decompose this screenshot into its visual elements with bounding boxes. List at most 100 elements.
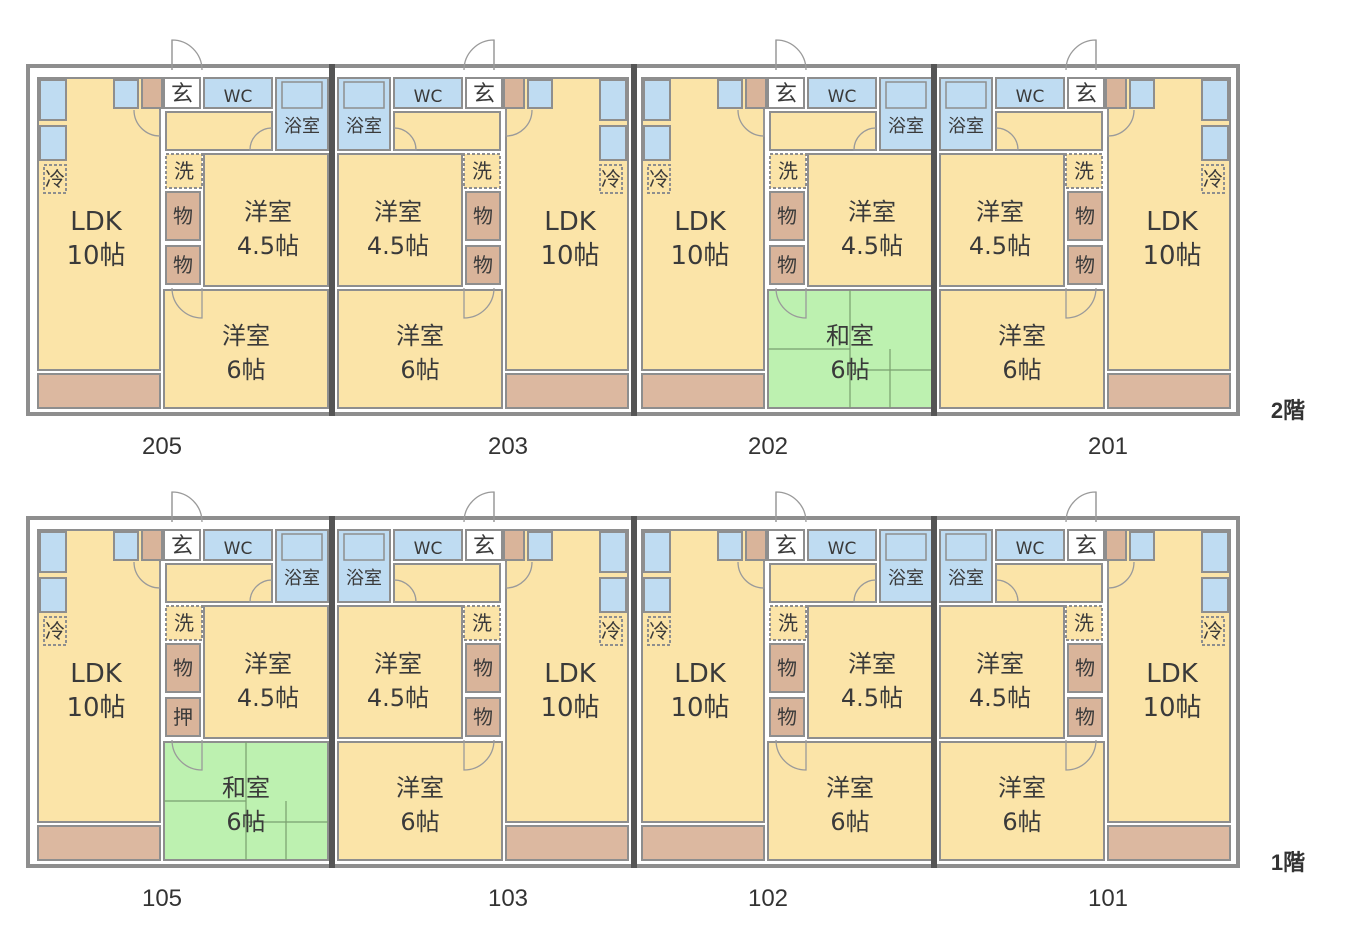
room-b-label: 和室 [222, 774, 270, 802]
washroom [165, 605, 203, 641]
entrance-door-icon [463, 39, 495, 71]
kitchen-sink [643, 531, 671, 573]
genkan [465, 529, 503, 561]
kitchen-unit [527, 79, 553, 109]
closet-label: 物 [473, 656, 493, 680]
ldk-size-label: 10帖 [66, 241, 125, 271]
wc-room [203, 529, 273, 561]
ldk-size-label: 10帖 [540, 241, 599, 271]
wc-room [995, 529, 1065, 561]
room-b-label: 洋室 [826, 774, 874, 802]
door-icon [737, 109, 765, 137]
washroom [463, 605, 501, 641]
room-a-label: 洋室 [976, 650, 1024, 678]
fridge-space [647, 616, 671, 646]
fridge-space [1201, 164, 1225, 194]
room-b-label: 和室 [826, 322, 874, 350]
unit-number: 102 [748, 885, 788, 912]
ldk-size-label: 10帖 [66, 693, 125, 723]
hallway [165, 563, 273, 603]
shoe-closet [141, 77, 163, 109]
bath-label: 浴室 [948, 116, 984, 137]
shoe-closet [1105, 529, 1127, 561]
genkan-label: 玄 [171, 82, 193, 107]
genkan-label: 玄 [171, 534, 193, 559]
unit-number: 203 [488, 433, 528, 460]
closet-lower [1067, 245, 1103, 285]
kitchen-sink [1201, 531, 1229, 573]
door-icon [737, 561, 765, 589]
unit-number: 201 [1088, 433, 1128, 460]
closet-label: 物 [777, 204, 797, 228]
closet-upper [465, 191, 501, 241]
unit-number: 103 [488, 885, 528, 912]
unit-number: 101 [1088, 885, 1128, 912]
room-b [337, 289, 503, 409]
closet-label: 物 [473, 204, 493, 228]
wc-room [807, 529, 877, 561]
wc-label: WC [414, 539, 443, 559]
genkan [767, 529, 805, 561]
wc-room [393, 77, 463, 109]
balcony [1107, 825, 1231, 861]
hallway [769, 111, 877, 151]
fridge-space [43, 164, 67, 194]
door-icon [1065, 739, 1097, 771]
closet-label: 物 [777, 705, 797, 729]
fridge-space [599, 164, 623, 194]
room-a-label: 洋室 [244, 650, 292, 678]
room-a-size-label: 4.5帖 [367, 684, 429, 712]
bath-label: 浴室 [346, 568, 382, 589]
entrance-door-icon [1065, 39, 1097, 71]
room-a [203, 605, 329, 739]
hallway [165, 111, 273, 151]
genkan-label: 玄 [473, 534, 495, 559]
door-icon [463, 287, 495, 319]
wc-label: WC [224, 539, 253, 559]
unit-number: 105 [142, 885, 182, 912]
party-wall [631, 64, 637, 416]
kitchen-unit [113, 531, 139, 561]
wash-label: 洗 [778, 159, 798, 183]
balcony [641, 373, 765, 409]
hallway [769, 563, 877, 603]
door-icon [1107, 109, 1135, 137]
closet-label: 物 [173, 204, 193, 228]
wash-label: 洗 [472, 159, 492, 183]
door-icon [249, 579, 273, 603]
genkan [1067, 529, 1105, 561]
unit: 玄WC浴室洗冷物物LDK10帖洋室4.5帖洋室6帖 [939, 491, 1231, 861]
room-a-label: 洋室 [244, 198, 292, 226]
door-icon [775, 739, 807, 771]
wc-label: WC [1016, 87, 1045, 107]
floor-label: 2階 [1271, 398, 1305, 423]
fridge-label: 冷 [45, 619, 65, 643]
kitchen-sink [599, 79, 627, 121]
hallway [995, 111, 1103, 151]
room-b [939, 289, 1105, 409]
fridge-label: 冷 [649, 619, 669, 643]
door-icon [1107, 561, 1135, 589]
room-b-label: 洋室 [998, 322, 1046, 350]
closet-label: 物 [473, 705, 493, 729]
entrance-door-icon [463, 491, 495, 523]
closet-lower [165, 245, 201, 285]
party-wall [329, 64, 335, 416]
party-wall [631, 516, 637, 868]
entrance-door-icon [775, 491, 807, 523]
kitchen-sink [643, 79, 671, 121]
closet-upper [1067, 643, 1103, 693]
genkan [767, 77, 805, 109]
kitchen-stove [39, 125, 67, 161]
genkan [163, 77, 201, 109]
kitchen-stove [39, 577, 67, 613]
bathroom [879, 77, 933, 151]
room-b-label: 洋室 [396, 322, 444, 350]
door-icon [853, 127, 877, 151]
ldk-label: LDK [674, 207, 727, 237]
kitchen-stove [1201, 577, 1229, 613]
hallway [393, 563, 501, 603]
genkan-label: 玄 [1075, 82, 1097, 107]
room-a [337, 153, 463, 287]
